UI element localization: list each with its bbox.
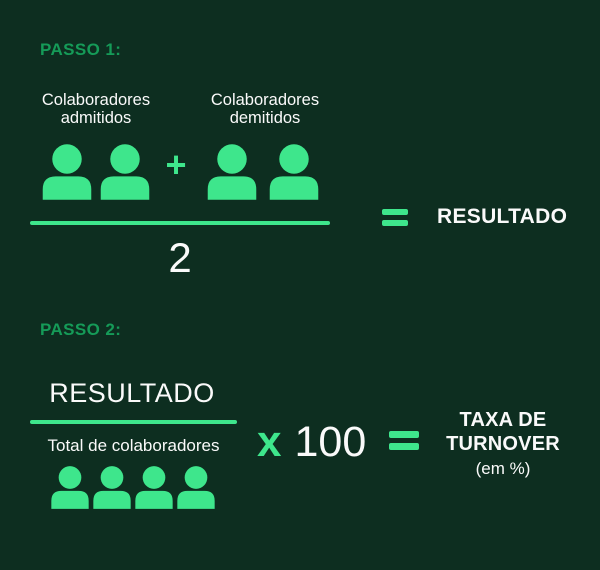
step2-result-block: TAXA DE TURNOVER (em %) bbox=[427, 408, 579, 479]
dismissed-employees-label: Colaboradores demitidos bbox=[210, 91, 320, 127]
fraction-bar-step2 bbox=[30, 420, 237, 424]
person-icon bbox=[51, 466, 89, 509]
turnover-rate-title: TAXA DE TURNOVER bbox=[446, 409, 560, 455]
dismissed-people-group bbox=[206, 142, 320, 202]
admitted-people-group bbox=[41, 142, 151, 202]
plus-icon: + bbox=[165, 144, 187, 185]
person-icon bbox=[135, 466, 173, 509]
multiplier-value: 100 bbox=[294, 418, 367, 466]
multiply-symbol: x bbox=[257, 417, 282, 466]
total-people-group bbox=[50, 465, 216, 510]
total-employees-label: Total de colaboradores bbox=[47, 436, 220, 455]
multiplier: x 100 bbox=[257, 420, 366, 464]
person-icon bbox=[42, 144, 92, 200]
person-icon bbox=[177, 466, 215, 509]
equals-icon-step1 bbox=[382, 209, 408, 226]
step2-numerator-label: RESULTADO bbox=[49, 378, 215, 408]
step1-result-label: RESULTADO bbox=[437, 205, 568, 228]
step1-label: PASSO 1: bbox=[40, 40, 122, 59]
admitted-employees-label: Colaboradores admitidos bbox=[41, 91, 151, 127]
turnover-rate-subtitle: (em %) bbox=[475, 459, 531, 478]
person-icon bbox=[100, 144, 150, 200]
equals-icon-step2 bbox=[389, 431, 419, 450]
step1-denominator: 2 bbox=[168, 234, 192, 281]
person-icon bbox=[207, 144, 257, 200]
person-icon bbox=[269, 144, 319, 200]
fraction-bar-step1 bbox=[30, 221, 330, 225]
step2-label: PASSO 2: bbox=[40, 320, 122, 339]
person-icon bbox=[93, 466, 131, 509]
